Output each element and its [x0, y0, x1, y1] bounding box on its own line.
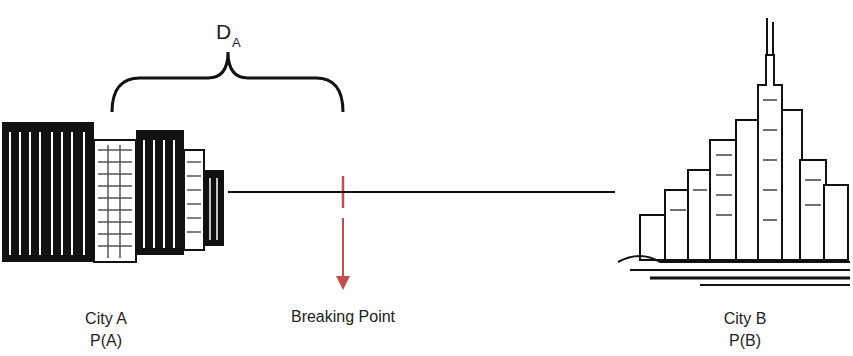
breaking-arrowhead [336, 276, 350, 290]
connector-line [228, 191, 615, 193]
city-label: P(A) [90, 330, 122, 352]
brace [112, 52, 343, 112]
city-b-skyline [618, 18, 850, 285]
breaking-point-label: Breaking Point [253, 308, 433, 326]
dimension-letter: D [216, 20, 231, 44]
city-a-buildings [2, 122, 224, 262]
city-label: City A [85, 308, 127, 330]
breaking-arrow [342, 218, 344, 280]
city-node: City AP(A) [0, 95, 228, 352]
city-label: P(B) [729, 330, 761, 352]
city-node: City BP(B) [615, 15, 853, 352]
city-label: City B [724, 308, 767, 330]
dimension-subscript: A [232, 35, 241, 50]
